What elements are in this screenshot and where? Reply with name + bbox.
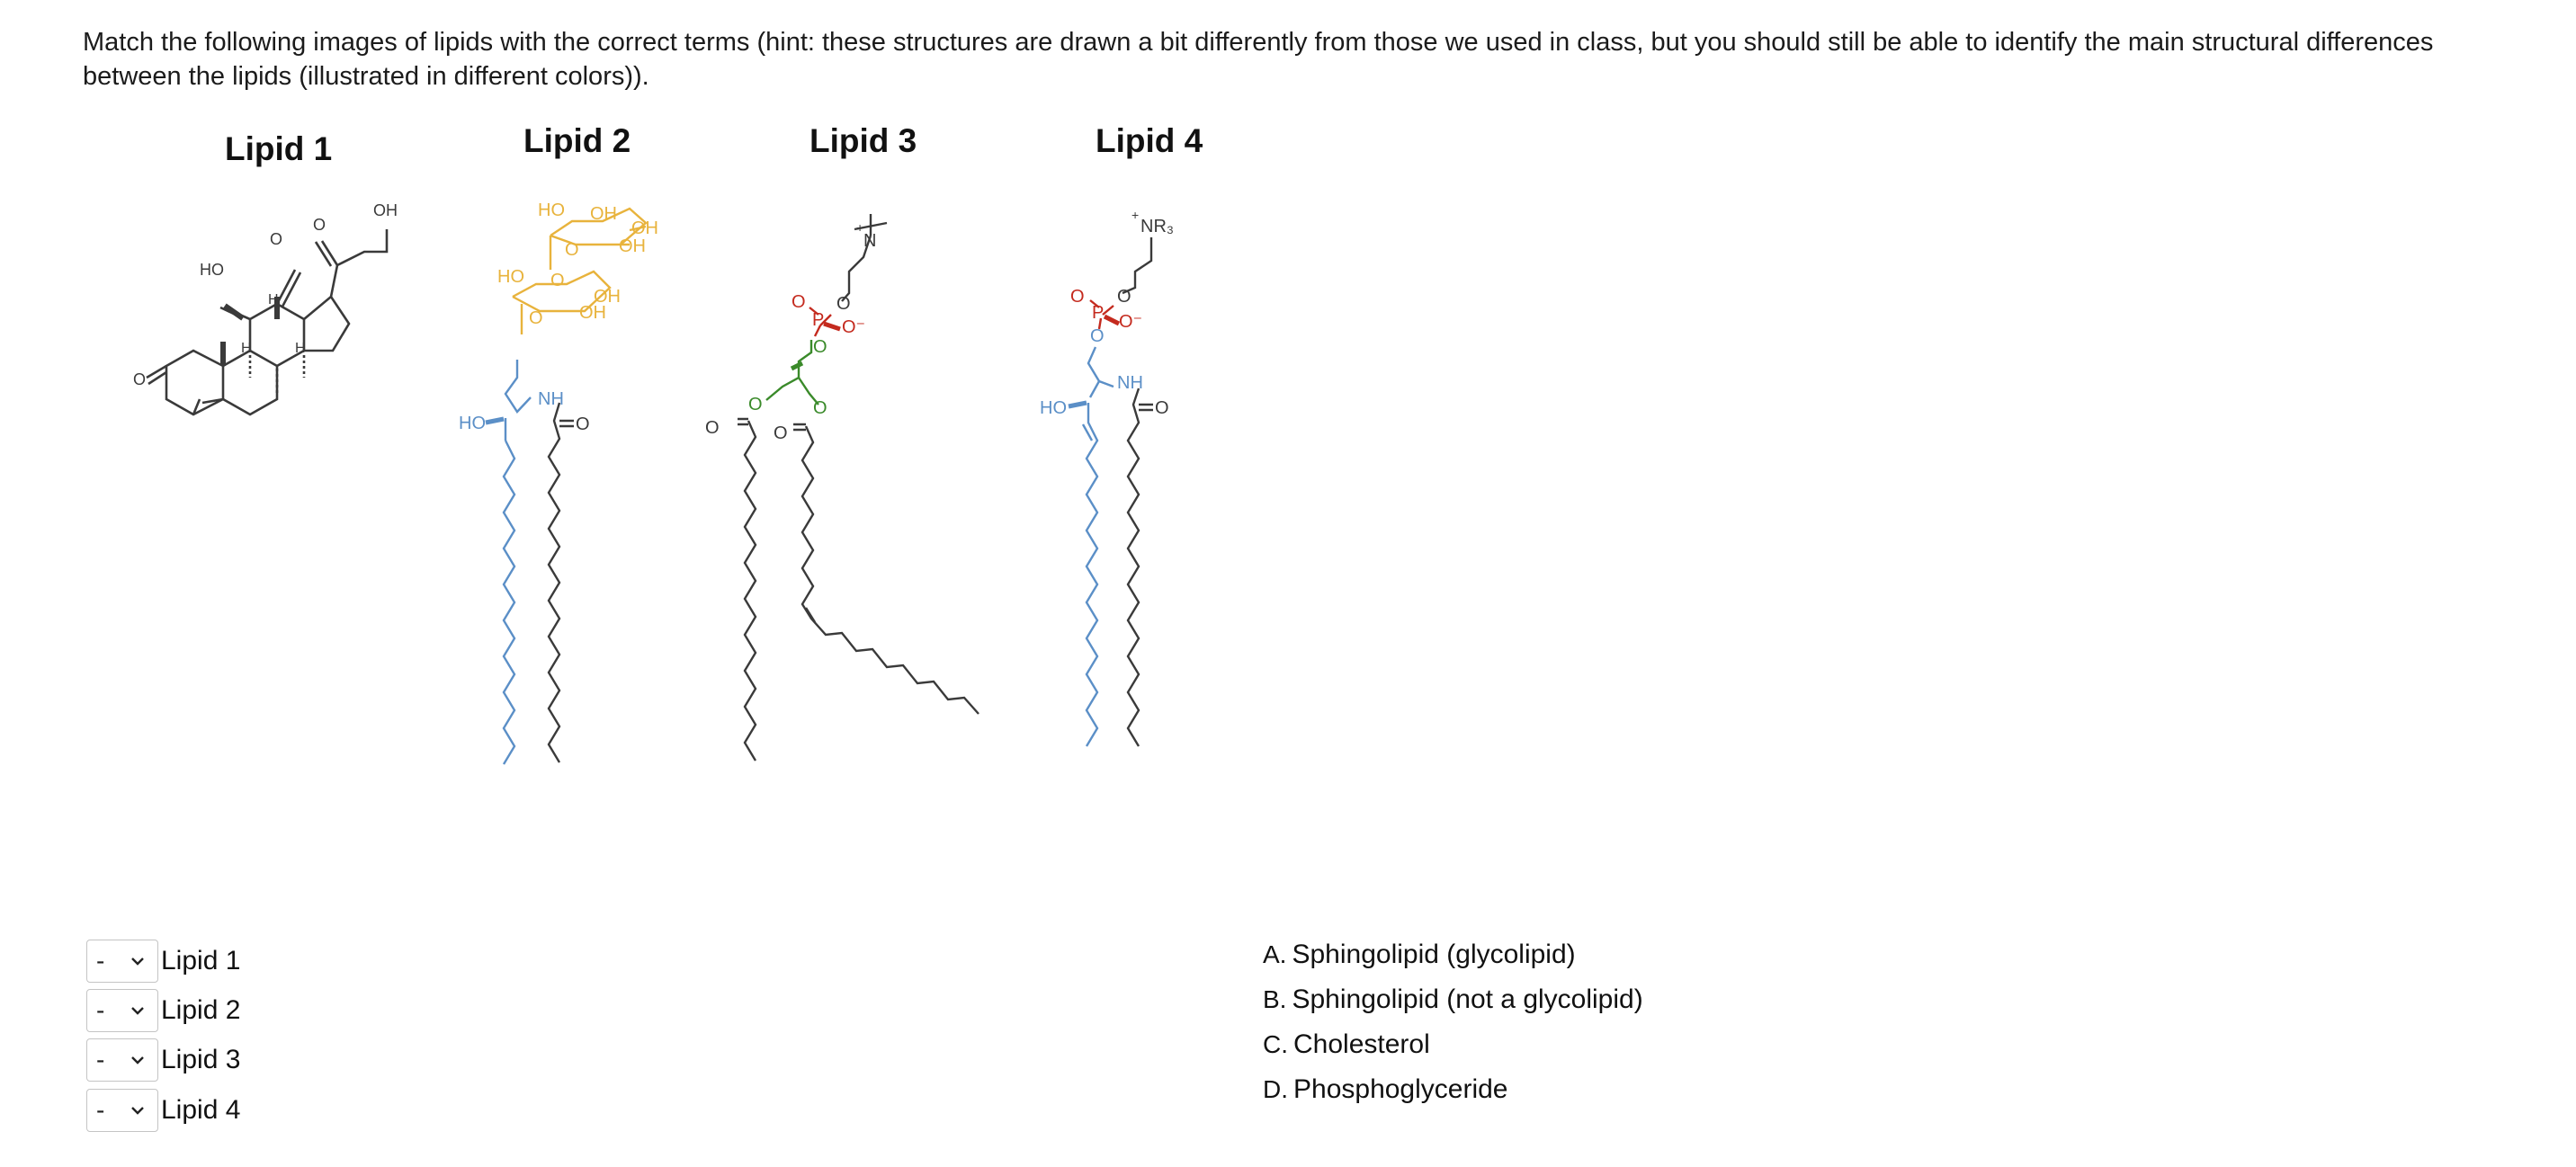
lipid-1-ho-label: HO — [200, 261, 224, 279]
match-row-lipid-2: - Lipid 2 — [86, 988, 240, 1033]
lipid-3-title: Lipid 3 — [809, 122, 917, 159]
lipid-2-oh-right1: OH — [631, 218, 658, 238]
lipid-2-ring-o2: O — [529, 308, 543, 328]
lipid-4-sphingosine — [1068, 346, 1114, 747]
lipid-4-p-label: P — [1092, 303, 1104, 323]
answer-letter: D. — [1263, 1075, 1288, 1103]
lipid-2-sugar — [512, 207, 648, 334]
answer-text: Phosphoglyceride — [1293, 1074, 1508, 1104]
lipid-4-carbonyl-o: O — [1155, 398, 1169, 418]
match-label-lipid-3: Lipid 3 — [161, 1045, 241, 1074]
lipid-4-choline-o: O — [1117, 287, 1131, 307]
lipid-2-ho-top: HO — [538, 200, 565, 220]
lipid-2-ho-mid: HO — [497, 267, 524, 287]
lipid-1-h2: H — [241, 341, 252, 356]
lipid-1-title: Lipid 1 — [225, 130, 333, 167]
lipid-2-fatty-acid — [547, 402, 574, 763]
answer-letter: A. — [1263, 940, 1287, 968]
lipid-2-oh-top: OH — [590, 204, 617, 224]
answer-text: Cholesterol — [1293, 1029, 1430, 1059]
match-select-lipid-3[interactable]: - — [86, 1038, 158, 1082]
answer-text: Sphingolipid (not a glycolipid) — [1292, 984, 1643, 1014]
lipid-4-nr3-label: NR₃ — [1140, 217, 1174, 236]
match-row-lipid-1: - Lipid 1 — [86, 939, 240, 984]
lipid-3-glycerol-o1: O — [813, 337, 827, 357]
lipid-2-link-o: O — [550, 271, 565, 290]
lipid-2-oh-right2: OH — [619, 236, 646, 256]
lipid-1-h3: H — [295, 341, 306, 356]
lipid-4-title: Lipid 4 — [1096, 122, 1203, 159]
select-value: - — [96, 996, 105, 1024]
select-value: - — [96, 947, 105, 975]
lipid-4-fatty-acid — [1126, 388, 1153, 747]
chevron-down-icon — [131, 1007, 144, 1015]
lipid-3-glycerol — [765, 340, 819, 405]
lipid-1-sidechain-o: O — [313, 216, 326, 234]
answer-letter: C. — [1263, 1030, 1288, 1058]
lipid-3-glycerol-o2: O — [748, 395, 763, 414]
select-value: - — [96, 1046, 105, 1073]
lipid-2-oh-mid2: OH — [579, 303, 606, 323]
lipid-3-phosphate-o: O — [792, 292, 806, 312]
lipid-2-ho-bottom: HO — [459, 414, 486, 433]
chevron-down-icon — [131, 958, 144, 966]
lipid-2-sphingosine — [485, 360, 532, 765]
match-label-lipid-4: Lipid 4 — [161, 1095, 241, 1125]
lipid-4-o-minus: O⁻ — [1119, 312, 1142, 332]
lipid-4-phosphate — [1089, 299, 1121, 330]
match-label-lipid-2: Lipid 2 — [161, 995, 241, 1025]
answer-letter: B. — [1263, 985, 1287, 1013]
match-row-lipid-4: - Lipid 4 — [86, 1088, 240, 1133]
question-text: Match the following images of lipids wit… — [83, 28, 2434, 91]
match-select-lipid-1[interactable]: - — [86, 940, 158, 983]
lipid-2-oh-mid1: OH — [594, 287, 621, 307]
lipid-3-carbonyl-o2: O — [774, 423, 788, 443]
lipid-4-phosphate-o: O — [1070, 287, 1085, 307]
lipid-1-ring-o: O — [133, 370, 146, 388]
select-value: - — [96, 1096, 105, 1124]
lipid-1-oh-label: OH — [373, 201, 398, 219]
match-row-lipid-3: - Lipid 3 — [86, 1038, 240, 1082]
lipid-3-glycerol-o3: O — [813, 398, 827, 418]
lipid-2-nh-label: NH — [538, 389, 564, 409]
lipid-3-choline-o: O — [836, 294, 851, 314]
answer-option-b: B.Sphingolipid (not a glycolipid) — [1263, 984, 1643, 1015]
lipid-3-phosphate — [809, 307, 841, 337]
lipid-4-link-o: O — [1090, 326, 1105, 346]
lipid-3-p-label: P — [812, 310, 824, 330]
lipid-4-ho-label: HO — [1040, 398, 1067, 418]
lipid-4-plus: + — [1131, 208, 1139, 222]
match-select-lipid-2[interactable]: - — [86, 989, 158, 1032]
match-select-lipid-4[interactable]: - — [86, 1089, 158, 1132]
lipid-3-carbonyl-o1: O — [705, 418, 720, 438]
lipid-4-headgroup — [1122, 237, 1153, 295]
lipid-3-headgroup — [841, 214, 888, 302]
match-label-lipid-1: Lipid 1 — [161, 946, 241, 975]
answer-option-d: D.Phosphoglyceride — [1263, 1074, 1508, 1105]
lipid-4-nh-label: NH — [1117, 373, 1143, 393]
lipid-3-o-minus: O⁻ — [842, 317, 865, 337]
lipid-2-title: Lipid 2 — [523, 122, 631, 159]
lipid-3-fatty-acids — [738, 417, 979, 762]
lipid-1-h1: H — [268, 292, 279, 307]
lipid-1-structure — [146, 229, 389, 416]
chevron-down-icon — [131, 1107, 144, 1115]
lipid-2-ring-o1: O — [565, 240, 579, 260]
lipid-2-carbonyl-o: O — [576, 414, 590, 434]
answer-option-a: A.Sphingolipid (glycolipid) — [1263, 940, 1576, 970]
chevron-down-icon — [131, 1056, 144, 1065]
lipid-3-n-label: N — [863, 231, 876, 251]
lipid-1-ketone-o: O — [270, 230, 282, 248]
answer-option-c: C.Cholesterol — [1263, 1029, 1430, 1060]
lipid-3-plus: + — [856, 220, 863, 235]
answer-text: Sphingolipid (glycolipid) — [1292, 940, 1576, 969]
